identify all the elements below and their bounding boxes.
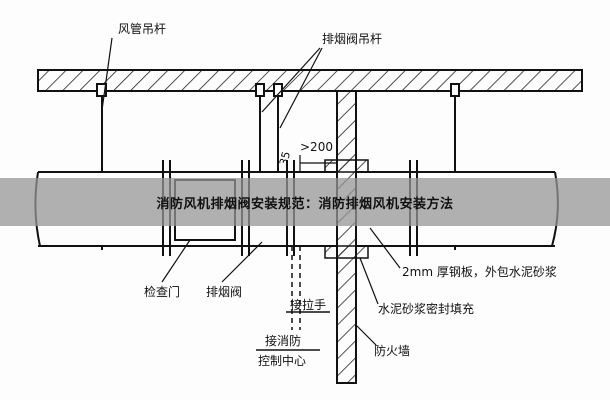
mortar-seal: [324, 159, 369, 173]
label-dim-200: >200: [300, 140, 333, 154]
ceiling-slab: [37, 69, 583, 92]
leader-lines: [101, 37, 401, 346]
label-pull-handle: 接拉手: [290, 298, 327, 312]
title-banner: 消防风机排烟阀安装规范：消防排烟风机安装方法: [0, 178, 610, 226]
label-control-center-1: 接消防: [265, 334, 302, 348]
label-inspection-door: 检查门: [144, 285, 181, 299]
fire-wall: [336, 90, 357, 384]
hangers: [96, 83, 460, 250]
label-duct-hanger: 风管吊杆: [118, 22, 167, 36]
pull-cable: [256, 246, 330, 351]
label-fire-wall: 防火墙: [374, 344, 411, 358]
page-title: 消防风机排烟阀安装规范：消防排烟风机安装方法: [156, 196, 454, 212]
label-mortar-seal: 水泥砂浆密封填充: [378, 302, 475, 316]
label-control-center-2: 控制中心: [258, 354, 307, 368]
label-steel-plate: 2mm 厚钢板，外包水泥砂浆: [402, 265, 557, 279]
label-smoke-damper: 排烟阀: [206, 285, 243, 299]
label-damper-hanger: 排烟阀吊杆: [322, 32, 383, 46]
